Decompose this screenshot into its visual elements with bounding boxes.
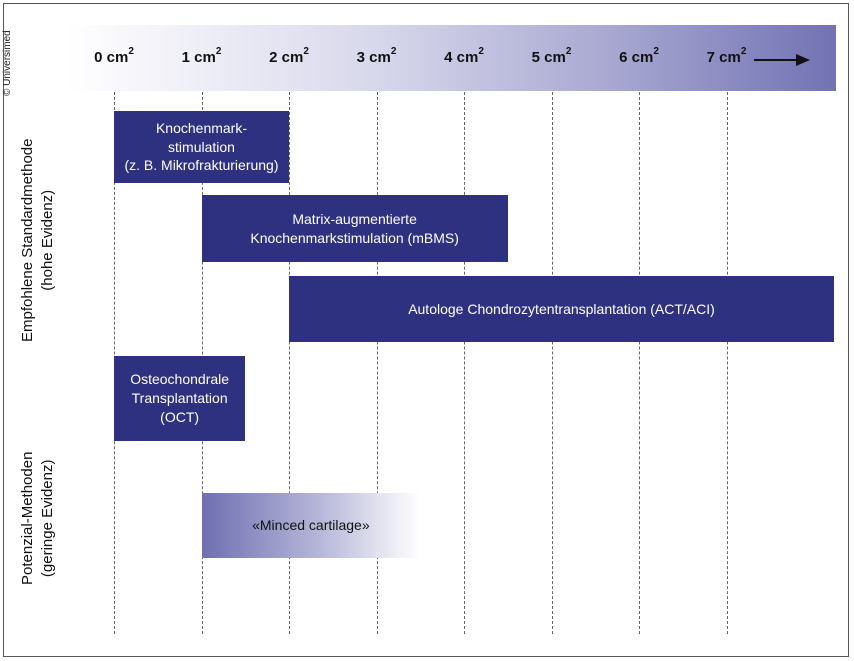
figure-frame [3,3,849,657]
axis-tick-label: 2 cm2 [269,46,309,66]
group-label-standard: Empfohlene Standardmethode (hohe Evidenz… [18,139,57,342]
axis-tick-number: 3 cm [356,49,391,66]
axis-tick-number: 2 cm [269,49,304,66]
axis-tick-label: 6 cm2 [619,46,659,66]
group-label-potential: Potenzial-Methoden (geringe Evidenz) [18,452,57,585]
axis-tick-label: 1 cm2 [181,46,222,66]
arrow-right-icon [754,54,810,66]
axis-tick-exponent: 2 [128,46,134,57]
group-label-standard-line2: (hohe Evidenz) [38,189,56,291]
axis-tick-label: 4 cm2 [444,46,484,66]
grid-line [639,92,640,634]
grid-line [464,92,465,634]
axis-tick-exponent: 2 [303,46,309,57]
axis-tick-number: 6 cm [619,49,654,66]
axis-tick-exponent: 2 [653,46,659,57]
axis-tick-label: 7 cm2 [706,46,747,66]
axis-tick-number: 7 cm [706,49,741,66]
method-bar-bone-marrow-stimulation: Knochenmark- stimulation (z. B. Mikrofra… [114,111,289,183]
method-bar-mbms: Matrix-augmentierte Knochenmarkstimulati… [201,195,508,262]
axis-tick-exponent: 2 [390,46,397,57]
axis-tick-exponent: 2 [478,46,484,57]
axis-tick-exponent: 2 [215,46,222,57]
axis-tick-label: 3 cm2 [356,46,397,66]
group-label-potential-line2: (geringe Evidenz) [38,459,56,578]
method-bar-oct: Osteochondrale Transplantation (OCT) [114,356,246,441]
axis-tick-exponent: 2 [565,46,572,57]
grid-line [551,92,553,634]
method-bar-minced-cartilage: «Minced cartilage» [201,493,421,558]
grid-line [726,92,728,634]
axis-tick-number: 0 cm [94,49,129,66]
axis-header-band [66,25,836,91]
method-bar-act-aci: Autologe Chondrozytentransplantation (AC… [289,276,834,342]
grid-line [289,92,290,634]
axis-tick-number: 4 cm [444,49,479,66]
axis-tick-label: 5 cm2 [531,46,572,66]
axis-tick-number: 1 cm [181,49,216,66]
group-label-potential-line1: Potenzial-Methoden [19,451,36,585]
copyright-notice: © Universimed [2,30,13,96]
grid-line [376,92,378,634]
axis-tick-number: 5 cm [531,49,566,66]
axis-tick-exponent: 2 [740,46,747,57]
axis-tick-label: 0 cm2 [94,46,134,66]
group-label-standard-line1: Empfohlene Standardmethode [19,138,36,342]
